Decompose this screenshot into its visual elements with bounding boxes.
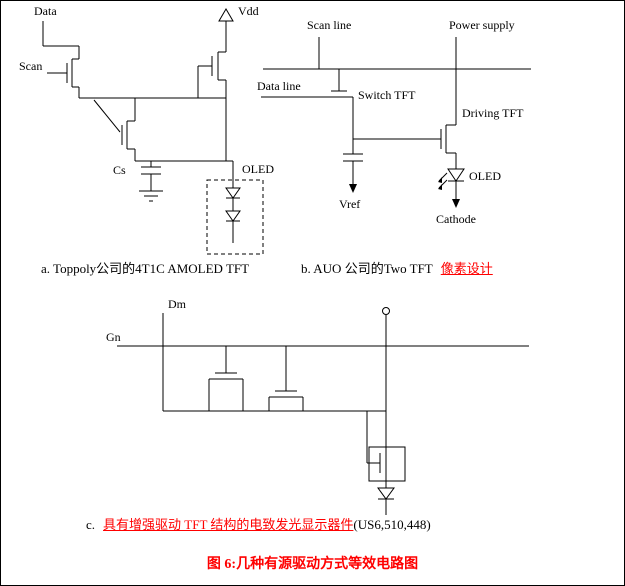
- circuit-c-wires: [117, 307, 529, 515]
- driving-tft-label: Driving TFT: [462, 106, 524, 120]
- circuit-a-wires: [42, 8, 264, 255]
- capacitor-b: [343, 139, 363, 193]
- caption-b: b. AUO 公司的Two TFT 像素设计: [301, 261, 493, 277]
- patent-number: (US6,510,448): [353, 517, 431, 532]
- oled-label-b: OLED: [469, 169, 501, 183]
- caption-b-text: b. AUO 公司的Two TFT: [301, 261, 433, 276]
- capacitor-cs: [141, 161, 161, 191]
- oled-label-a: OLED: [242, 162, 274, 176]
- dm-label: Dm: [168, 297, 186, 311]
- vref-arrow: [349, 184, 357, 193]
- power-supply-label: Power supply: [449, 18, 515, 32]
- vdd-symbol: [218, 8, 234, 52]
- caption-c: c. 具有增强驱动 TFT 结构的电致发光显示器件(US6,510,448): [86, 517, 431, 533]
- cs-label: Cs: [113, 163, 126, 177]
- transistor-c2: [268, 346, 304, 411]
- boxed-drive-transistor: [366, 411, 406, 482]
- transistor-t1: [42, 21, 226, 99]
- pixel-design-link[interactable]: 像素设计: [440, 261, 493, 276]
- driving-tft-symbol: [440, 124, 457, 169]
- transistor-t2: [197, 51, 227, 161]
- diode-symbol-c: [377, 487, 395, 515]
- caption-a: a. Toppoly公司的4T1C AMOLED TFT: [41, 261, 250, 276]
- dashed-oled-box: [206, 179, 264, 255]
- caption-c-letter: c.: [86, 517, 96, 532]
- gn-label: Gn: [106, 330, 121, 344]
- oled-symbol-a: [206, 161, 264, 255]
- terminal-circle: [382, 307, 390, 315]
- cathode-arrow: [452, 199, 460, 208]
- switch-tft-symbol: [261, 69, 441, 140]
- enhanced-drive-link[interactable]: 具有增强驱动 TFT 结构的电致发光显示器件: [103, 517, 354, 532]
- figure-caption: 图 6:几种有源驱动方式等效电路图: [206, 557, 419, 572]
- data-label: Data: [34, 4, 57, 18]
- data-line-label: Data line: [257, 79, 301, 93]
- scan-line-label: Scan line: [307, 18, 352, 32]
- cathode-label: Cathode: [436, 212, 476, 226]
- transistor-t3: [93, 98, 233, 162]
- scan-label: Scan: [19, 59, 43, 73]
- circuit-b-wires: [261, 37, 531, 208]
- vref-label: Vref: [339, 197, 361, 211]
- switch-tft-label: Switch TFT: [358, 88, 416, 102]
- transistor-c1: [208, 346, 244, 411]
- ground-symbol: [139, 190, 163, 202]
- oled-diode: [438, 168, 465, 208]
- vdd-label: Vdd: [238, 4, 259, 18]
